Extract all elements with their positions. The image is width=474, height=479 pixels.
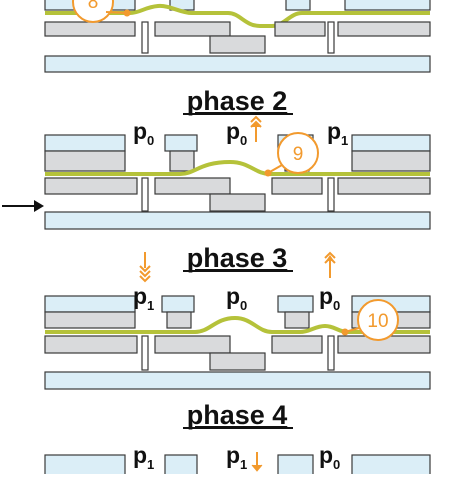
phase-3-valve-3-p: p (319, 283, 333, 309)
phase-3-top-block-3 (277, 295, 314, 313)
phase-2-substrate (44, 211, 431, 230)
phase-4-valve-3-sub: 0 (333, 457, 340, 472)
phase-2-valve-2-p: p (226, 118, 240, 144)
phase-3-substrate (44, 371, 431, 390)
phase-4-valve-3-p: p (319, 442, 333, 468)
phase-4-valve-2-down-arrow-icon (251, 452, 263, 472)
phase-3-membrane (45, 316, 430, 334)
phase-2-valve-3-sub: 1 (341, 133, 348, 148)
phase-1-top-block-4 (344, 0, 431, 11)
phase-1-mid-layer-1 (44, 21, 136, 37)
phase-3-valve-1-p: p (133, 283, 147, 309)
phase-2-mid-layer-2 (154, 177, 231, 195)
phase-1-mid-layer-4 (337, 21, 431, 37)
phase-2-top-block-4 (351, 134, 431, 152)
phase-3-channel-slot-2 (327, 335, 335, 371)
phase-1-channel-slot-1 (141, 21, 149, 54)
phase-3-upper-layer-3 (284, 311, 310, 329)
phase-4-top-block-1 (44, 454, 126, 479)
phase-3-valve-1-down-arrow-icon (139, 252, 151, 283)
phase-2-device (44, 134, 431, 230)
phase-2-valve-1-p: p (133, 118, 147, 144)
phase-4-title: phase 4 (187, 400, 288, 430)
phase-3-valve-3-sub: 0 (333, 298, 340, 313)
phase-3-valve-1-label: p 1 (133, 283, 154, 313)
phase-1-channel-slot-2 (327, 21, 335, 54)
phase-4-valve-1-label: p 1 (133, 442, 154, 472)
phase-1-mid-layer-2 (154, 21, 231, 37)
phase-3-title: phase 3 (187, 243, 288, 273)
phase-2-upper-layer-2 (169, 150, 195, 172)
phase-2-title: phase 2 (187, 86, 288, 116)
phase-2-valve-1-sub: 0 (147, 133, 154, 148)
phase-4-valve-1-p: p (133, 442, 147, 468)
phase-3-device (44, 295, 431, 390)
phase-2-inlet-arrow (2, 200, 44, 212)
phase-2-top-block-2 (164, 134, 198, 152)
phase-3-channel-slot-1 (141, 335, 149, 371)
phase-2-valve-1-label: p 0 (133, 118, 154, 148)
phase-1-marker-ring (72, 0, 114, 23)
phase-2-valve-3-p: p (327, 118, 341, 144)
phase-3-upper-layer-1 (44, 311, 136, 329)
phase-1-channel-bump (209, 35, 266, 54)
phase-2-marker-connector (267, 164, 283, 174)
phase-4-top-block-2 (164, 454, 198, 479)
phase-2-valve-3-label: p 1 (327, 118, 348, 148)
phase-3-valve-2-p: p (226, 283, 240, 309)
phase-4-valve-2-label: p 1 (226, 442, 247, 472)
phase-2-marker-ring (277, 132, 319, 174)
phase-1-device: 8 (44, 0, 431, 73)
phase-2-mid-layer-3 (271, 177, 323, 195)
phase-4-valve-2-sub: 1 (240, 457, 247, 472)
phase-1-marker-dot (123, 9, 131, 17)
phase-1-marker-label: 8 (88, 0, 99, 13)
phase-3-marker-connector (344, 327, 360, 333)
phase-1-marker-connector (105, 11, 128, 14)
phase-2-top-block-1 (44, 134, 126, 152)
phase-4-valve-1-sub: 1 (147, 457, 154, 472)
phase-4-top-block-4 (351, 454, 431, 479)
phase-2-valve-2-sub: 0 (240, 133, 247, 148)
phase-3-top-block-1 (44, 295, 136, 313)
phase-3-mid-layer-2 (154, 335, 231, 354)
phase-3-upper-layer-2 (166, 311, 192, 329)
phase-3-valve-2-label: p 0 (226, 283, 247, 313)
phase-2-channel-bump (209, 193, 266, 212)
phase-4-valve-3-label: p 0 (319, 442, 340, 472)
phase-2-valve-2-label: p 0 (226, 118, 247, 148)
phase-3-marker-label: 10 (367, 311, 388, 332)
phase-3-channel-bump (209, 352, 266, 371)
phase-1-mid-layer-3 (274, 21, 326, 37)
phase-3-valve-1-sub: 1 (147, 298, 154, 313)
phase-4-top-block-3 (277, 454, 314, 479)
phase-2-upper-layer-1 (44, 150, 126, 172)
phase-2-membrane (45, 160, 430, 176)
phase-3-mid-layer-1 (44, 335, 138, 354)
phase-2-mid-layer-4 (337, 177, 431, 195)
phase-3-valve-3-up-arrow-icon (324, 251, 336, 278)
phase-3-mid-layer-3 (271, 335, 323, 354)
phase-2-marker-label: 9 (293, 144, 304, 165)
phase-3-top-block-2 (161, 295, 195, 313)
phase-4-valve-2-p: p (226, 442, 240, 468)
phase-2-mid-layer-1 (44, 177, 138, 195)
phase-3-marker-ring (357, 299, 399, 341)
phase-2-valve-2-up-arrow-icon (250, 115, 262, 142)
phase-3-valve-3-label: p 0 (319, 283, 340, 313)
phase-2-channel-slot-2 (327, 177, 335, 212)
phase-3-valve-2-sub: 0 (240, 298, 247, 313)
phase-1-top-block-3 (285, 0, 311, 11)
phase-1-substrate (44, 55, 431, 73)
phase-2-upper-layer-4 (351, 150, 431, 172)
phase-2-channel-slot-1 (141, 177, 149, 212)
